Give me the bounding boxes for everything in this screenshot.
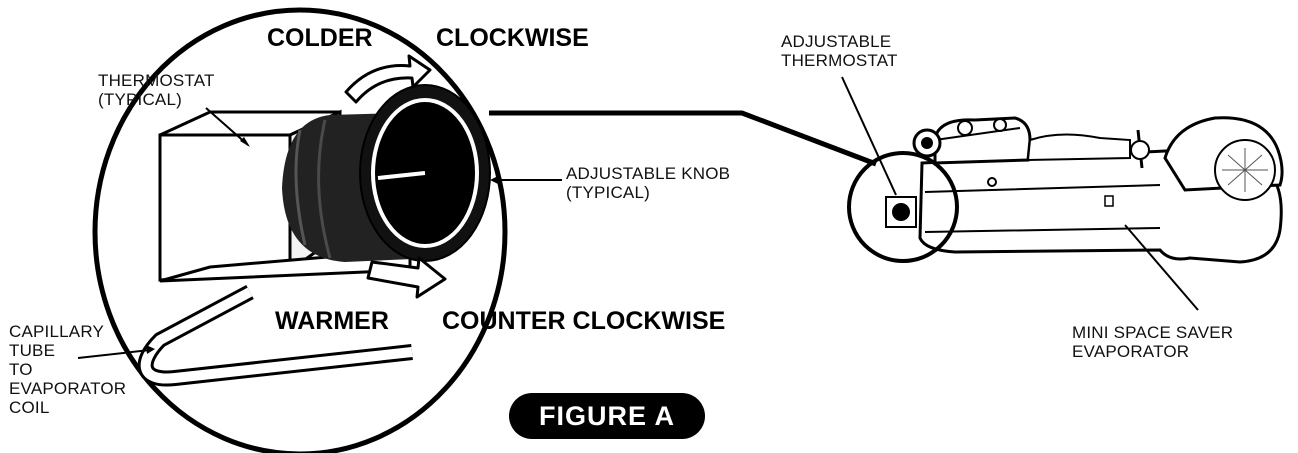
capillary-tube-label: CAPILLARY TUBE TO EVAPORATOR COIL <box>9 322 127 417</box>
clockwise-label: CLOCKWISE <box>436 24 589 52</box>
counter-clockwise-label: COUNTER CLOCKWISE <box>442 307 726 335</box>
clockwise-arrow <box>344 54 432 104</box>
unit-thermostat-knob <box>892 203 910 221</box>
unit-thermostat-leader-line <box>841 76 897 196</box>
detail-connector-line <box>489 110 877 167</box>
evaporator-unit <box>912 116 1284 264</box>
counter-clockwise-arrow <box>366 256 447 299</box>
thermostat-typical-label: THERMOSTAT (TYPICAL) <box>98 71 215 109</box>
unit-detail-circle <box>847 151 959 263</box>
unit-thermostat-label: ADJUSTABLE THERMOSTAT <box>781 32 898 70</box>
colder-label: COLDER <box>267 24 373 52</box>
warmer-label: WARMER <box>275 307 389 335</box>
evaporator-label: MINI SPACE SAVER EVAPORATOR <box>1072 323 1234 361</box>
evaporator-leader-line <box>1124 224 1199 311</box>
adjustable-knob <box>282 84 491 262</box>
thermostat-leader-line <box>205 107 249 146</box>
figure-label-badge: FIGURE A <box>509 393 705 439</box>
adjustable-knob-label: ADJUSTABLE KNOB (TYPICAL) <box>566 164 731 202</box>
capillary-leader-line <box>77 349 151 359</box>
